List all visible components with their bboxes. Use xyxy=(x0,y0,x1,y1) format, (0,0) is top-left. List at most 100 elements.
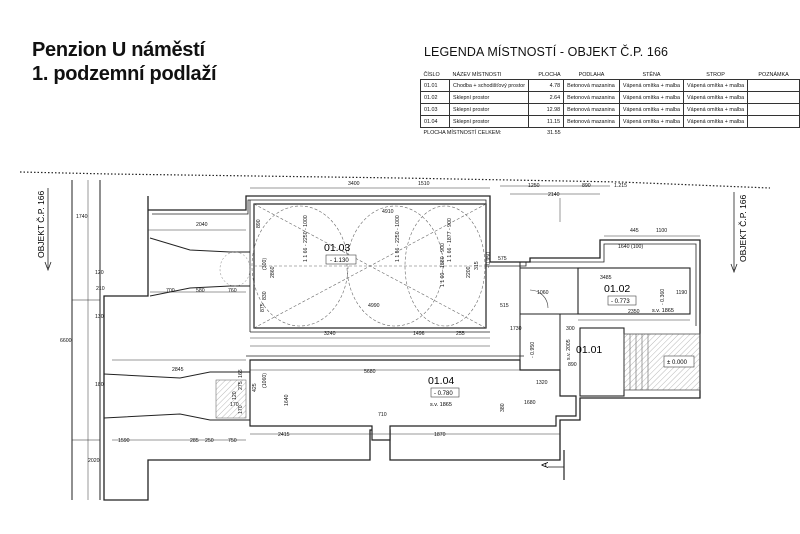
legend-cell: Sklepní prostor xyxy=(449,103,529,116)
dimension-label: 890 xyxy=(582,183,591,189)
dimension-label-vertical: 890 xyxy=(256,219,262,228)
legend-cell: Vápená omítka + malba xyxy=(683,103,748,116)
legend-col: NÁZEV MÍSTNOSTI xyxy=(452,71,502,78)
dimension-label: 2040 xyxy=(196,222,208,228)
neighbor-label-left: OBJEKT Č.P. 166 xyxy=(36,190,46,258)
room-01-02 xyxy=(577,267,691,315)
dimension-label: 130 xyxy=(95,314,104,320)
dimension-label-vertical: s.v. 2005 xyxy=(566,339,572,360)
dimension-label: 1640 (100) xyxy=(618,244,644,250)
room-01-01-label: 01.01 xyxy=(576,344,602,356)
room-01-04-level: - 0.780 xyxy=(434,391,453,397)
outer-wall-top xyxy=(103,195,701,501)
dimension-label: 180 xyxy=(95,382,104,388)
dimension-label: 250 xyxy=(205,438,214,444)
dimension-label-vertical: 1 1 66 - 1877 - 900 xyxy=(447,218,453,262)
legend-cell: Betonová mazanina xyxy=(563,115,620,128)
dimension-label: 6600 xyxy=(60,338,72,344)
legend-row: 01.01 Chodba + schodišťový prostor 4.78 … xyxy=(419,79,800,92)
vertical-passage xyxy=(519,262,561,370)
legend-total-row: PLOCHA MÍSTNOSTÍ CELKEM: 31.55 xyxy=(421,128,800,138)
dimension-label: 3400 xyxy=(348,181,360,187)
neighbor-label-right: OBJEKT Č.P. 166 xyxy=(738,194,748,262)
entrance-level: ± 0.000 xyxy=(667,360,688,366)
dimension-label: 1100 xyxy=(656,228,668,234)
dimension-label: 700 xyxy=(166,288,175,294)
dimension-label: 750 xyxy=(228,438,237,444)
dimension-label: 2020 xyxy=(88,458,100,464)
dimension-label: 300 xyxy=(566,326,575,332)
legend-cell: Vápená omítka + malba xyxy=(618,115,684,128)
dimension-label: 210 xyxy=(96,286,105,292)
arrow-head-right xyxy=(730,263,738,274)
legend-col: ČÍSLO xyxy=(423,71,440,78)
dimension-label: 1320 xyxy=(536,380,548,386)
dimension-label: 515 xyxy=(500,303,509,309)
dimension-label: 4990 xyxy=(368,303,380,309)
legend-cell: Betonová mazanina xyxy=(563,103,620,116)
dimension-label-vertical: 120 xyxy=(232,391,238,400)
dimension-label-vertical: 1640 xyxy=(284,394,290,406)
dimension-label-vertical: 170 xyxy=(238,405,244,414)
outer-wall-inner xyxy=(152,199,697,326)
legend-cell: Vápená omítka + malba xyxy=(618,103,684,116)
room-01-04 xyxy=(249,359,577,441)
page-subtitle: 1. podzemní podlaží xyxy=(32,63,217,85)
stair-steps xyxy=(629,334,649,390)
dimension-label: 580 xyxy=(196,288,205,294)
legend-cell: Vápená omítka + malba xyxy=(683,115,748,128)
dimension-label: 1740 xyxy=(76,214,88,220)
legend-col: PLOCHA xyxy=(538,71,561,78)
corridor-vault xyxy=(219,251,251,287)
dimension-label-vertical: 380 xyxy=(500,403,506,412)
legend-cell: 01.02 xyxy=(419,91,450,104)
dimension-label: 2845 xyxy=(172,367,184,373)
legend-cell: 01.03 xyxy=(419,103,450,116)
legend-col: POZNÁMKA xyxy=(758,71,789,78)
room-01-02-level: - 0.773 xyxy=(611,299,630,305)
legend-cell xyxy=(747,91,800,104)
lower-corridor xyxy=(103,371,250,421)
dimension-label: 4910 xyxy=(382,209,394,215)
legend-total-label: PLOCHA MÍSTNOSTÍ CELKEM: xyxy=(423,129,502,136)
dimension-lines xyxy=(87,180,700,500)
dimension-label: 1590 xyxy=(118,438,130,444)
legend-cell: 2.64 xyxy=(528,91,564,104)
dimension-label-vertical: 275 xyxy=(238,381,244,390)
dimension-label: 1870 xyxy=(434,432,446,438)
dimension-label-vertical: 2200 xyxy=(466,266,472,278)
dimension-label: 285 xyxy=(190,438,199,444)
legend-cell: Vápená omítka + malba xyxy=(683,79,748,92)
vault-dashed xyxy=(251,203,487,329)
legend-cell: Betonová mazanina xyxy=(563,79,620,92)
dimension-label-vertical: - 0.360 xyxy=(660,288,666,305)
dimension-label-vertical: 1 1 00 - 1880 - 900 xyxy=(440,243,446,287)
dimension-label-vertical: - 0.950 xyxy=(486,251,492,268)
property-line xyxy=(19,171,771,189)
legend-col: PODLAHA xyxy=(578,71,605,78)
lower-corridor-step xyxy=(215,379,247,419)
dimension-label: 5680 xyxy=(364,369,376,375)
room-01-02-passage xyxy=(520,267,578,315)
legend-cell: Vápená omítka + malba xyxy=(618,79,684,92)
dimension-label: 3485 xyxy=(600,275,612,281)
dimension-label-vertical: 2860 xyxy=(270,266,276,278)
dimension-label-vertical: 830 xyxy=(262,291,268,300)
room-01-02-level-box xyxy=(607,295,637,306)
room-01-04-level-box xyxy=(430,387,460,398)
arrow-head-left xyxy=(44,261,52,272)
dimension-label: 1510 xyxy=(418,181,430,187)
legend-cell: Chodba + schodišťový prostor xyxy=(449,79,529,92)
legend-header-row: ČÍSLO NÁZEV MÍSTNOSTI PLOCHA PODLAHA STĚ… xyxy=(421,70,800,80)
room-01-04-note: s.v. 1865 xyxy=(430,402,452,408)
room-01-03-level: - 1.130 xyxy=(330,258,349,264)
legend-cell: Sklepní prostor xyxy=(449,115,529,128)
legend-cell: 01.04 xyxy=(419,115,450,128)
legend-cell: 11.15 xyxy=(528,115,564,128)
dimension-label: 890 xyxy=(568,362,577,368)
legend-total-value: 31.55 xyxy=(547,129,561,136)
dimension-label: 760 xyxy=(228,288,237,294)
dimension-label: 3240 xyxy=(324,331,336,337)
dimension-label-vertical: 315 xyxy=(474,261,480,270)
dimension-label: 1496 xyxy=(413,331,425,337)
